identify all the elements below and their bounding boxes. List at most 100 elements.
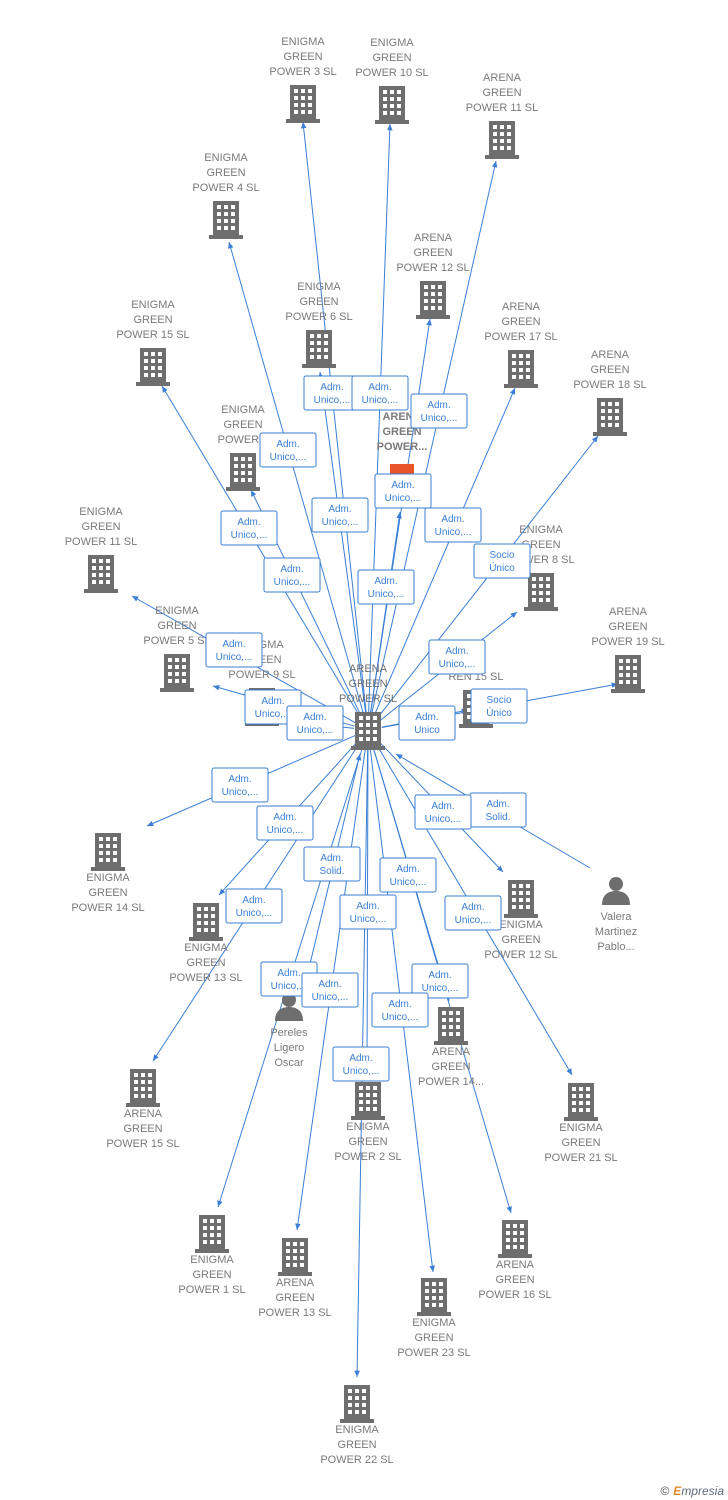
node-label: POWER 12 SL	[484, 949, 557, 961]
edge-label-text: Adm.	[320, 853, 343, 864]
edge-label-box	[263, 557, 321, 593]
building-icon	[91, 833, 125, 871]
edge-label-pereles[interactable]: Adm.Solid.	[303, 846, 361, 882]
edge-label-text: Solid.	[485, 812, 510, 823]
edge-label-eg21[interactable]: Adm.Unico,...	[444, 895, 502, 931]
edge-label-eg4[interactable]: Adm.Unico,...	[259, 432, 317, 468]
node-label: GREEN	[337, 1439, 376, 1451]
edge-label-ag14[interactable]: Adm.Unico,...	[379, 857, 437, 893]
edge-label-eg14[interactable]: Adm.Unico,...	[211, 767, 269, 803]
node-valera[interactable]: ValeraMartinezPablo...	[595, 877, 637, 953]
edge-label-eg8[interactable]: Adm.Unico,...	[428, 639, 486, 675]
edge-label-eg6[interactable]: Adm.Unico,...	[311, 497, 369, 533]
edge-label-text: Adm.	[431, 801, 454, 812]
edge-label-text: Unico,...	[421, 413, 458, 424]
edge-label-box	[220, 510, 278, 546]
node-label: ENIGMA	[204, 152, 248, 164]
brand-footer[interactable]: ©Empresia	[660, 1484, 724, 1498]
node-label: GREEN	[81, 521, 120, 533]
edge-label-box	[410, 393, 468, 429]
edge-label-text: Unico,...	[312, 992, 349, 1003]
building-icon	[340, 1385, 374, 1423]
node-agpower[interactable]: ARENAGREENPOWER...	[377, 411, 428, 476]
node-label: GREEN	[348, 1136, 387, 1148]
edge-label-text: Unico,...	[297, 725, 334, 736]
edge-label-eg23[interactable]: Adm.Unico,...	[371, 992, 429, 1028]
building-icon	[504, 350, 538, 388]
edge-label-text: Adm.	[427, 400, 450, 411]
edge-center-eg15	[161, 385, 362, 719]
edge-label-ag12top[interactable]: Adm.Unico,...	[374, 473, 432, 509]
edge-label-ag16[interactable]: Adm.Unico,...	[411, 963, 469, 999]
edge-label-text: Unico,...	[236, 908, 273, 919]
edge-label-box	[225, 888, 283, 924]
edge-label-ag11[interactable]: Adm. Unico,...	[410, 393, 468, 429]
edge-label-eg22[interactable]: Adm.Unico,...	[332, 1046, 390, 1082]
node-label: GREEN	[482, 87, 521, 99]
node-label: ARENA	[124, 1108, 163, 1120]
edge-label-text: Adm.	[280, 564, 303, 575]
edge-label-eg10[interactable]: Adm.Unico,...	[351, 375, 409, 411]
node-label: Valera	[601, 911, 633, 923]
edge-label-text: Adm.	[441, 514, 464, 525]
edge-label-ag15[interactable]: Adm.Unico,...	[225, 888, 283, 924]
edge-label-text: Unico,...	[222, 787, 259, 798]
edge-label-agpower[interactable]: Adm.Unico,...	[357, 569, 415, 605]
node-label: ENIGMA	[346, 1121, 390, 1133]
edge-label-valera[interactable]: Adm.Solid.	[469, 792, 527, 828]
edge-label-ren15[interactable]: Adm.Unico	[398, 705, 456, 741]
edge-label-eg15[interactable]: Adm.Unico,...	[220, 510, 278, 546]
edge-label-text: Adm.	[273, 812, 296, 823]
edge-label-eg9[interactable]: Adm.Unico,...	[286, 705, 344, 741]
edge-label-text: Unico,...	[216, 652, 253, 663]
node-label: ENIGMA	[412, 1317, 456, 1329]
node-label: ENIGMA	[559, 1122, 603, 1134]
node-label: GREEN	[372, 52, 411, 64]
edge-label-eg11[interactable]: Adm.Unico,...	[205, 632, 263, 668]
edge-label-eg13[interactable]: Adm.Unico,...	[256, 805, 314, 841]
node-label: POWER 10 SL	[355, 67, 428, 79]
edge-label-text: Único	[486, 706, 512, 719]
edge-center-eg4	[228, 241, 365, 717]
edge-label-text: Único	[489, 561, 515, 574]
edge-label-text: Adm.	[328, 504, 351, 515]
edge-label-eg7[interactable]: Adm.Unico,...	[263, 557, 321, 593]
node-label: GREEN	[561, 1137, 600, 1149]
edge-label-ag12b[interactable]: Adm.Unico,...	[414, 794, 472, 830]
edge-label-text: Unico,...	[390, 877, 427, 888]
edge-label-text: Unico,...	[439, 659, 476, 670]
edge-label-ag17[interactable]: Adm.Unico,...	[424, 507, 482, 543]
edge-label-eg2[interactable]: Adm.Unico,...	[339, 894, 397, 930]
edge-label-text: Unico,...	[314, 395, 351, 406]
edge-label-ag13[interactable]: Adm.Unico,...	[301, 972, 359, 1008]
